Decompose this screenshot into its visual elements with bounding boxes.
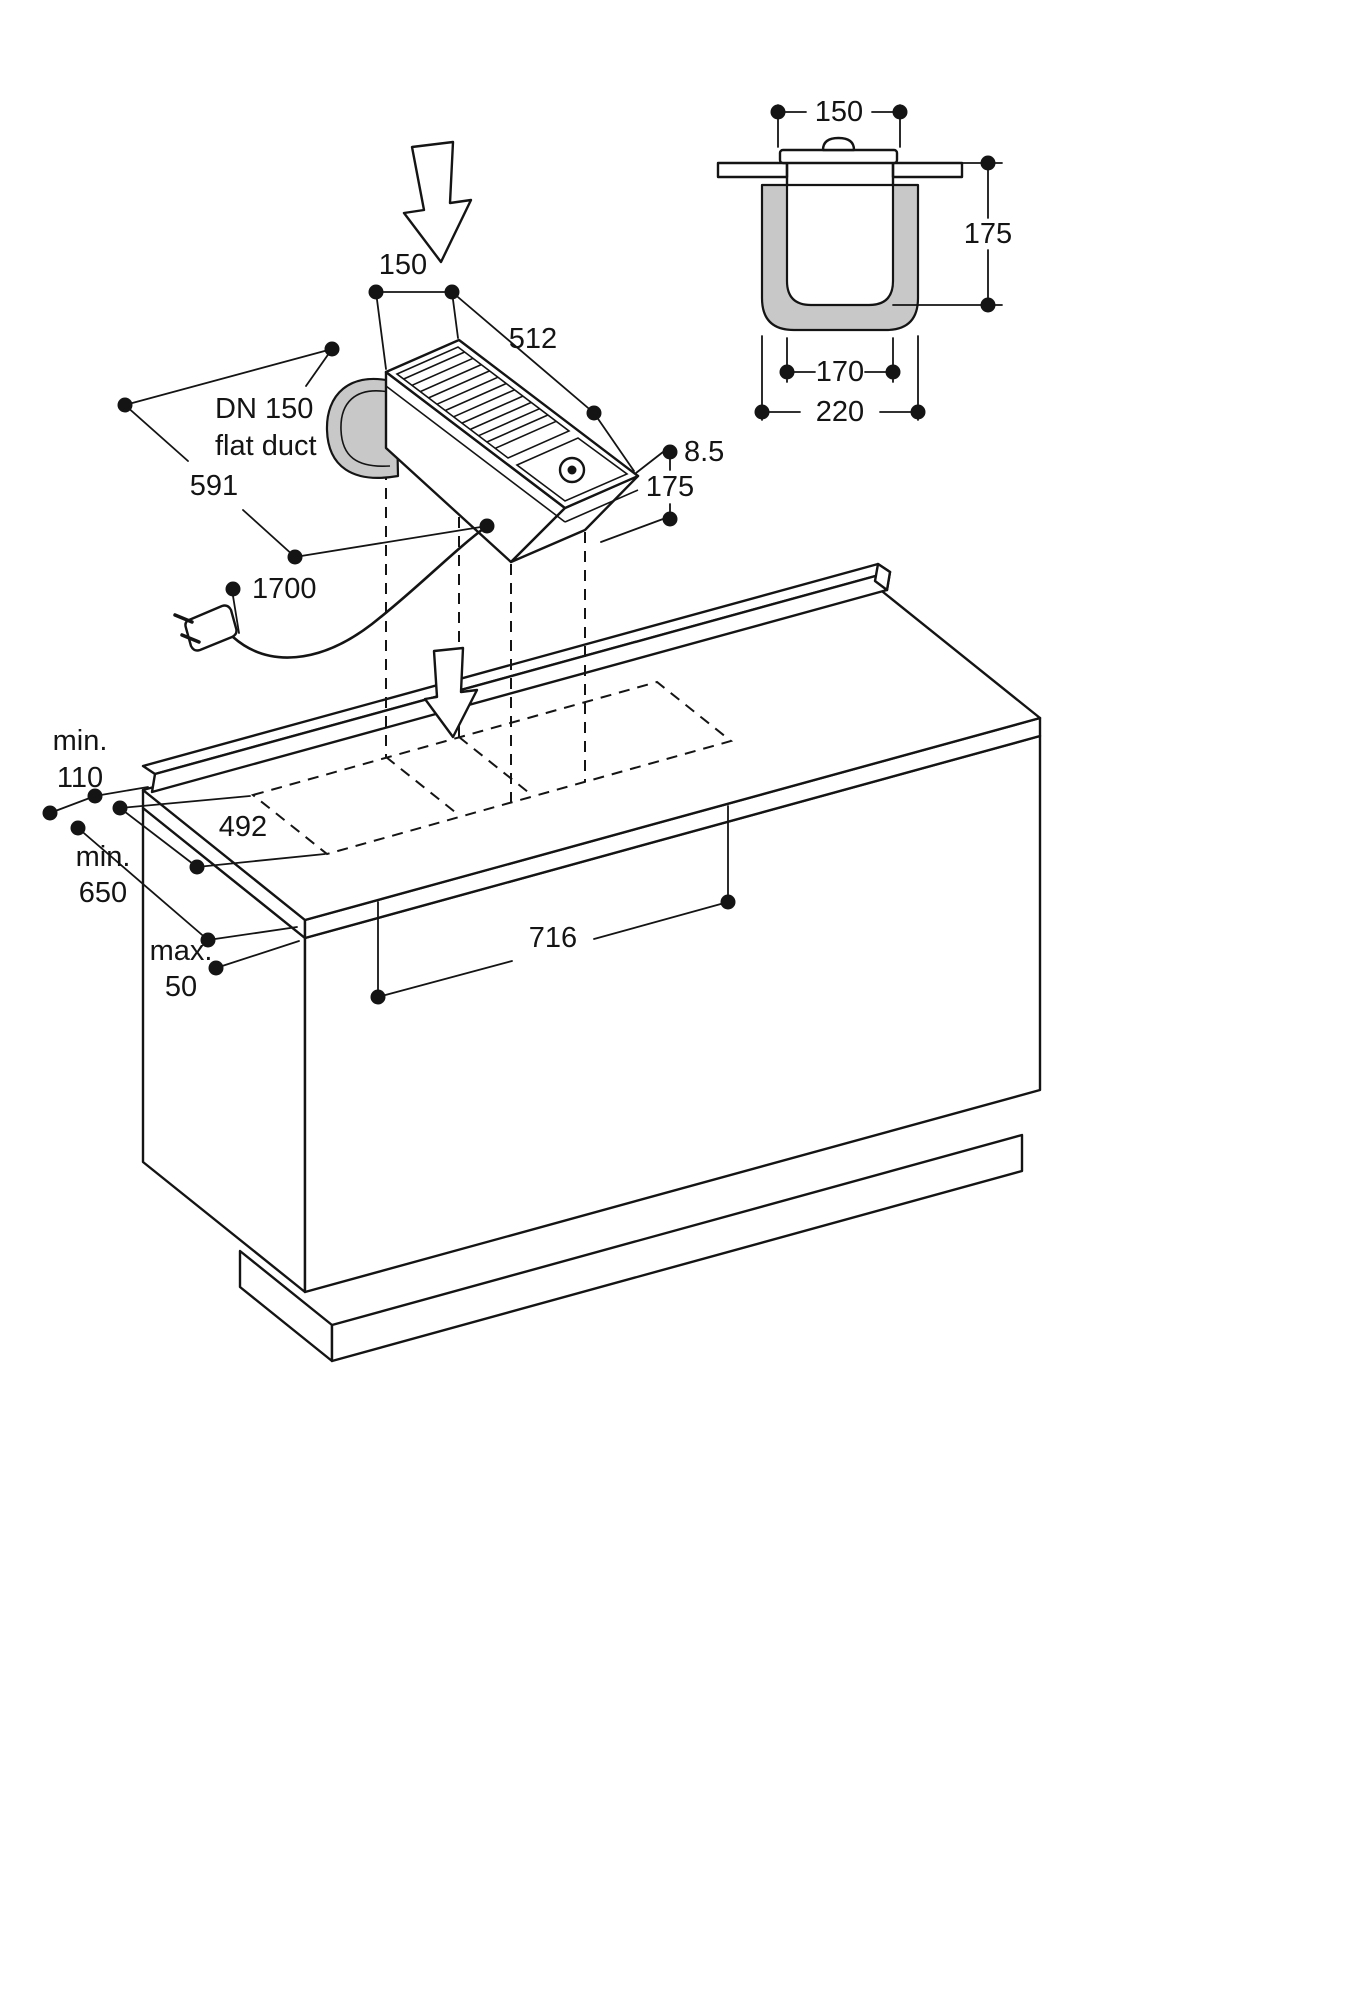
dimension-point — [662, 511, 678, 527]
insert-arrow-top — [402, 140, 473, 264]
label-detail-inner-width: 170 — [816, 356, 864, 388]
detail-grill-cap — [778, 148, 899, 165]
dimension-point — [287, 549, 303, 565]
dim-line-module-width — [375, 291, 459, 370]
label-cutout-offset: 716 — [529, 922, 577, 954]
cabinet — [141, 562, 1042, 1363]
label-cable-length: 1700 — [252, 573, 317, 605]
label-detail-depth-below: 175 — [964, 218, 1012, 250]
dimension-point — [720, 894, 736, 910]
label-rim-height: 8.5 — [684, 436, 724, 468]
cutout-niche — [250, 680, 734, 856]
dim-line-rear-clearance — [49, 786, 149, 814]
plug-pins — [173, 613, 201, 644]
dimension-point — [779, 364, 795, 380]
dimension-point — [117, 397, 133, 413]
label-module-length: 512 — [509, 323, 557, 355]
power-cable — [231, 524, 489, 659]
dimension-point — [70, 820, 86, 836]
power-plug — [184, 604, 238, 652]
label-module-width: 150 — [379, 249, 427, 281]
dimension-point — [87, 788, 103, 804]
vent-module — [325, 338, 640, 564]
dimension-point — [112, 800, 128, 816]
dimension-lines-main — [49, 291, 729, 998]
dimension-point — [200, 932, 216, 948]
insert-arrow-cutout — [423, 646, 479, 739]
plinth-front-face — [330, 1133, 1024, 1363]
dimension-point — [770, 104, 786, 120]
label-module-height: 175 — [646, 471, 694, 503]
dim-line-cutout-depth — [119, 795, 326, 868]
dimension-point — [754, 404, 770, 420]
detail-dim-220 — [761, 335, 919, 421]
dimension-point — [189, 859, 205, 875]
module-rim-line-front — [564, 489, 639, 523]
dimension-point — [885, 364, 901, 380]
detail-cross-section — [716, 104, 1003, 421]
dimension-point — [370, 989, 386, 1005]
label-rear-clearance-2: 110 — [57, 762, 103, 794]
projection-dashed-lines — [385, 450, 586, 803]
dimension-point — [892, 104, 908, 120]
dim-line-module-length — [451, 291, 635, 472]
dimension-point — [586, 405, 602, 421]
duct-elbow-contour — [340, 390, 391, 467]
dimension-point — [368, 284, 384, 300]
label-worktop-depth-2: 650 — [79, 877, 127, 909]
label-detail-top-width: 150 — [815, 96, 863, 128]
detail-worktop-left — [716, 161, 789, 179]
detail-duct-neck — [785, 161, 895, 187]
cutout-division-1 — [385, 756, 461, 817]
dimension-point — [662, 444, 678, 460]
detail-dim-170 — [786, 337, 894, 383]
label-duct-line1: DN 150 — [215, 393, 313, 425]
dimension-point — [479, 518, 495, 534]
detail-worktop-right — [891, 161, 964, 179]
dimension-points — [42, 104, 996, 1005]
detail-dim-150 — [777, 104, 901, 148]
dim-line-worktop-depth — [77, 827, 298, 941]
dimension-point — [225, 581, 241, 597]
dimension-point — [980, 155, 996, 171]
dimension-point — [42, 805, 58, 821]
detail-dim-175 — [892, 162, 1003, 306]
dim-line-cutout-offset — [377, 805, 729, 998]
label-cutout-depth: 492 — [219, 811, 267, 843]
label-duct-line2: flat duct — [215, 430, 317, 462]
power-cable-group — [173, 524, 489, 659]
cutout-dashed-outline — [250, 680, 734, 856]
dimension-labels: 150 512 DN 150 flat duct 591 1700 8.5 17… — [53, 96, 1013, 1003]
module-rim-line-left — [385, 385, 566, 523]
grill-frame — [395, 346, 571, 459]
cutout-division-2 — [458, 736, 534, 797]
detail-duct-body — [760, 183, 920, 332]
label-rear-clearance-1: min. — [53, 725, 108, 757]
label-worktop-thickness-2: 50 — [165, 971, 197, 1003]
control-panel — [515, 437, 629, 502]
dim-line-rim-and-height — [600, 451, 671, 543]
backsplash-rail-end — [873, 562, 892, 592]
dim-line-591 — [124, 348, 488, 558]
dimension-point — [910, 404, 926, 420]
leader-worktop-thickness — [215, 940, 300, 969]
leader-cable-length — [232, 595, 240, 634]
label-worktop-depth-1: min. — [76, 841, 131, 873]
dimension-point — [324, 341, 340, 357]
label-detail-outer-width: 220 — [816, 396, 864, 428]
leader-duct-label — [305, 348, 333, 387]
control-knob-center — [567, 465, 577, 475]
grill-slats — [403, 351, 557, 450]
detail-knob-dome — [821, 136, 856, 152]
dimension-point — [444, 284, 460, 300]
duct-elbow — [325, 377, 400, 479]
dimension-point — [208, 960, 224, 976]
label-offset-left: 591 — [190, 470, 238, 502]
dimension-point — [980, 297, 996, 313]
label-worktop-thickness-1: max. — [150, 935, 213, 967]
